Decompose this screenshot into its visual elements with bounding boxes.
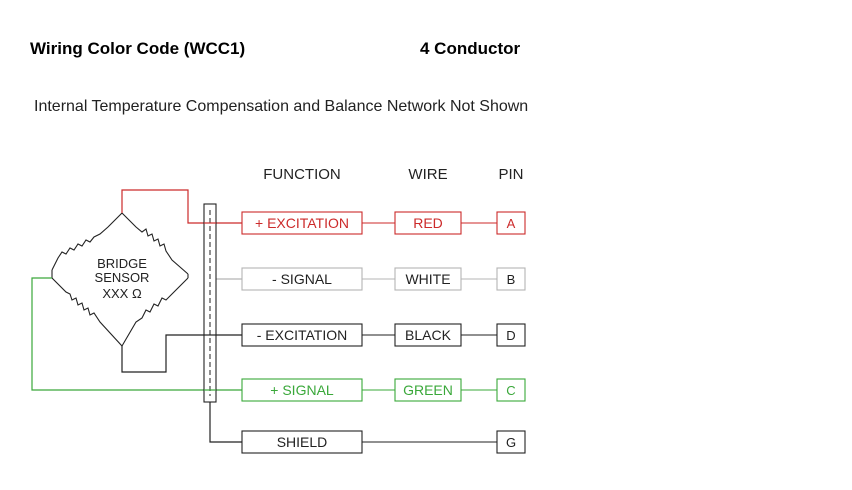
function-label: + SIGNAL: [270, 382, 334, 398]
wiring-row: + EXCITATION RED A: [241, 211, 526, 235]
pin-box: [496, 323, 526, 347]
wire-green-path: [31, 277, 242, 391]
bridge-sensor-symbol: [51, 212, 189, 347]
pin-label: A: [507, 216, 516, 231]
wire-shield-path: [209, 402, 242, 443]
pin-label: D: [506, 328, 515, 343]
column-header-pin: PIN: [498, 166, 523, 183]
function-label: - SIGNAL: [272, 271, 332, 287]
wiring-row: - SIGNAL WHITE B: [241, 267, 526, 291]
pin-label: C: [506, 383, 515, 398]
wiring-table: + EXCITATION RED A - SIGNAL WHITE B - EXCITATI…: [241, 211, 526, 454]
column-header-wire: WIRE: [408, 166, 447, 183]
wire-black-path: [121, 334, 242, 373]
wire-color-label: RED: [413, 215, 443, 231]
page-title: Wiring Color Code (WCC1): [30, 39, 246, 58]
pin-box: [496, 430, 526, 454]
sensor-label-line2: SENSOR: [95, 270, 150, 285]
sensor-label-line3: XXX Ω: [102, 286, 142, 301]
wiring-row: + SIGNAL GREEN C: [241, 378, 526, 402]
function-label: - EXCITATION: [257, 327, 347, 343]
conductor-count: 4 Conductor: [420, 39, 521, 58]
wiring-row: SHIELD G: [241, 430, 526, 454]
pin-box: [496, 211, 526, 235]
pin-box: [496, 378, 526, 402]
pin-label: G: [506, 435, 516, 450]
wire-color-label: WHITE: [405, 271, 450, 287]
pin-label: B: [507, 272, 516, 287]
column-header-function: FUNCTION: [263, 166, 341, 183]
diagram-note: Internal Temperature Compensation and Ba…: [34, 98, 529, 115]
function-label: SHIELD: [277, 434, 328, 450]
wire-color-label: GREEN: [403, 382, 453, 398]
sensor-label-line1: BRIDGE: [97, 256, 147, 271]
wire-color-label: BLACK: [405, 327, 452, 343]
function-label: + EXCITATION: [255, 215, 349, 231]
wiring-row: - EXCITATION BLACK D: [241, 323, 526, 347]
wire-red-path: [121, 189, 242, 224]
pin-box: [496, 267, 526, 291]
